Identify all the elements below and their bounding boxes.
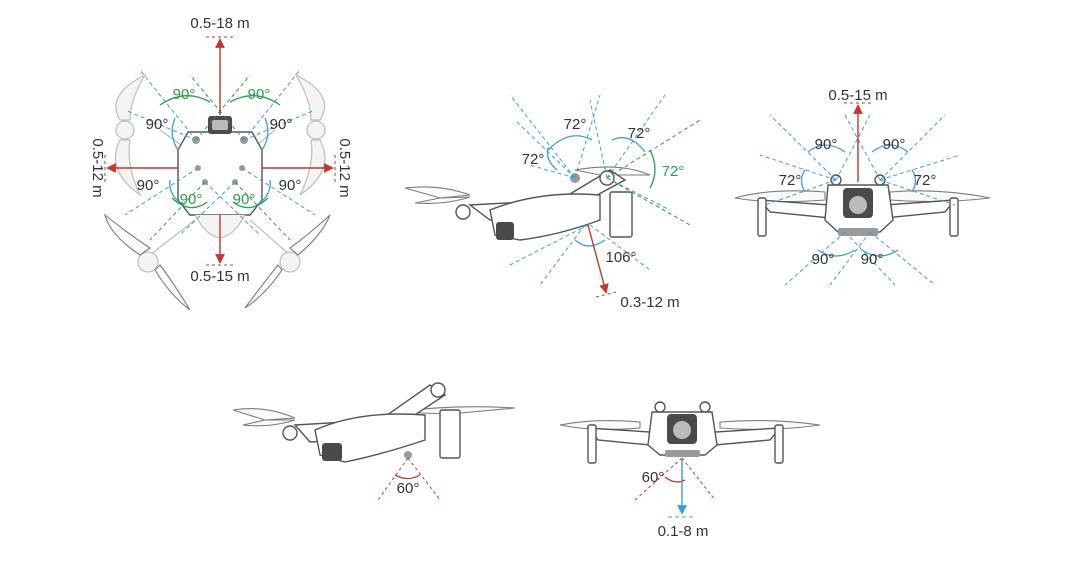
rear-range-label: 0.5-15 m — [190, 268, 249, 285]
side-lower-front-motor — [282, 425, 298, 441]
side-upper-angle-label-2: 72° — [628, 125, 651, 142]
top-view-fov-lines — [124, 69, 316, 241]
front-lower-angle-label: 60° — [642, 469, 665, 486]
side-lower-angle-label: 60° — [397, 480, 420, 497]
side-upper-angle-label-front: 72° — [662, 163, 685, 180]
front-lower-bottom-range-label: 0.1-8 m — [658, 523, 709, 540]
angle-label-rear-left: 90° — [180, 191, 203, 208]
angle-label-left-front: 90° — [146, 116, 169, 133]
front-upper-angle-side-right: 72° — [914, 172, 937, 189]
front-upper-angle-top-right: 90° — [883, 136, 906, 153]
angle-label-front-left: 90° — [173, 86, 196, 103]
front-view-upper-fov-lines — [759, 114, 961, 286]
front-view-upper-drone — [734, 174, 991, 237]
side-upper-bottom-range-label: 0.3-12 m — [620, 294, 679, 311]
side-view-upper-arcs — [546, 135, 656, 247]
top-view-angle-arcs — [159, 95, 281, 209]
front-upper-angle-bottom-right: 90° — [861, 251, 884, 268]
side-upper-rear-leg — [609, 191, 633, 238]
front-lower-left-leg — [587, 424, 597, 464]
side-lower-fov-line-right — [407, 457, 441, 501]
front-view-lower-drone — [559, 401, 821, 464]
top-view-drone — [104, 73, 331, 311]
angle-label-rear-right: 90° — [233, 191, 256, 208]
rear-left-motor — [137, 251, 159, 273]
front-view-upper-arcs — [800, 144, 917, 257]
side-upper-angle-label-1: 72° — [564, 116, 587, 133]
angle-label-right-front: 90° — [270, 116, 293, 133]
top-view-ghost-arms — [104, 73, 331, 311]
side-lower-gimbal — [322, 443, 342, 461]
side-view-upper-drone — [404, 166, 651, 241]
front-lower-fov-line-right — [681, 457, 716, 501]
side-upper-body — [489, 193, 601, 241]
front-upper-top-range-label: 0.5-15 m — [828, 87, 887, 104]
left-range-label: 0.5-12 m — [89, 138, 106, 197]
side-lower-rear-leg — [439, 409, 461, 459]
front-lower-fov-line-left — [634, 457, 683, 501]
side-upper-gimbal — [496, 222, 514, 240]
front-upper-right-leg — [949, 197, 959, 237]
side-upper-angle-label-bottom: 106° — [605, 249, 636, 266]
rear-right-motor — [279, 251, 301, 273]
side-upper-bottom-range-arrow — [587, 224, 609, 294]
front-lower-right-leg — [774, 424, 784, 464]
side-lower-fov-line-left — [377, 457, 409, 501]
angle-label-front-right: 90° — [248, 86, 271, 103]
front-upper-angle-bottom-left: 90° — [812, 251, 835, 268]
front-upper-angle-side-left: 72° — [779, 172, 802, 189]
side-view-upper-fov-lines — [509, 94, 701, 286]
front-range-label: 0.5-18 m — [190, 15, 249, 32]
front-upper-angle-top-left: 90° — [815, 136, 838, 153]
angle-label-right-rear: 90° — [279, 177, 302, 194]
front-upper-left-leg — [757, 197, 767, 237]
side-view-lower-drone — [232, 382, 516, 463]
side-upper-angle-label-3: 72° — [522, 151, 545, 168]
side-lower-body — [314, 413, 426, 463]
top-view-body — [177, 131, 263, 216]
angle-label-left-rear: 90° — [137, 177, 160, 194]
top-view-range-arrows — [104, 36, 336, 266]
side-front-motor — [455, 204, 471, 220]
right-range-label: 0.5-12 m — [336, 138, 353, 197]
